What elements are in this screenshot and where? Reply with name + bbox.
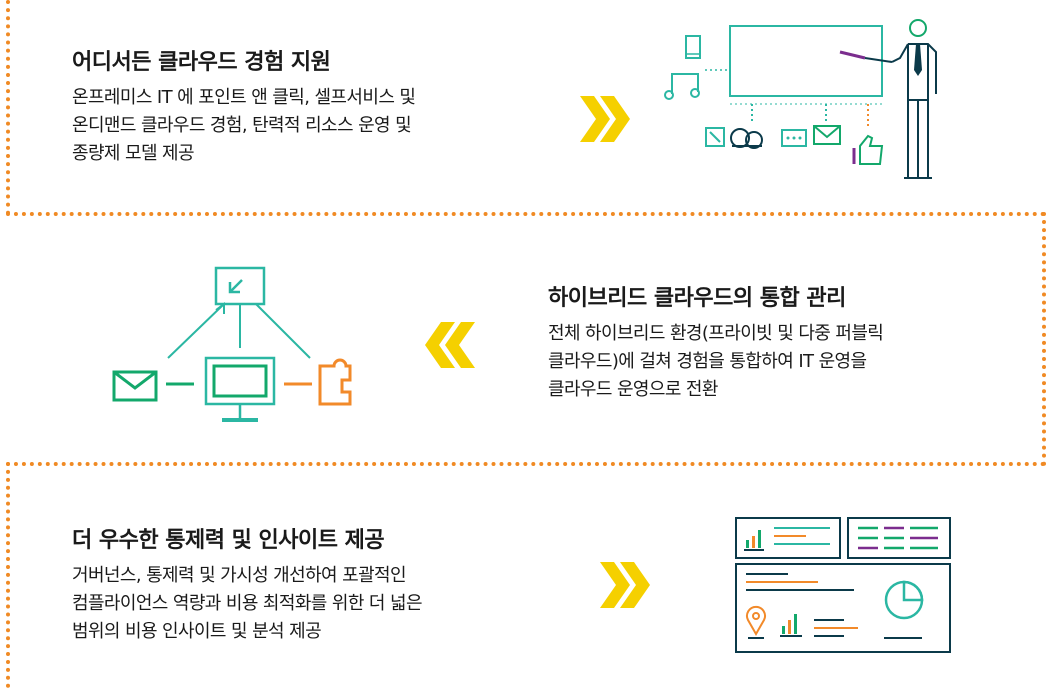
section-2-description: 전체 하이브리드 환경(프라이빗 및 다중 퍼블릭 클라우드)에 걸쳐 경험을 …: [548, 320, 884, 404]
chevron-left-icon: [425, 322, 475, 368]
section-3-line-2: 컴플라이언스 역량과 비용 최적화를 위한 더 넓은: [72, 593, 423, 614]
divider-2: [6, 462, 1046, 466]
section-1-line-2: 온디맨드 클라우드 경험, 탄력적 리소스 운영 및: [72, 115, 412, 136]
chevron-right-icon: [600, 562, 650, 608]
section-1-description: 온프레미스 IT 에 포인트 앤 클릭, 셀프서비스 및 온디맨드 클라우드 경…: [72, 84, 416, 168]
network-illustration-icon: [112, 266, 352, 422]
chevron-right-icon: [580, 96, 630, 142]
presenter-illustration-icon: [664, 19, 937, 179]
divider-1: [6, 212, 1046, 216]
section-2-title: 하이브리드 클라우드의 통합 관리: [548, 286, 846, 311]
section-2-line-2: 클라우드)에 걸쳐 경험을 통합하여 IT 운영을: [548, 351, 867, 372]
section-1-title: 어디서든 클라우드 경험 지원: [72, 50, 331, 75]
left-dotted-border-bottom: [6, 462, 10, 688]
section-1-line-1: 온프레미스 IT 에 포인트 앤 클릭, 셀프서비스 및: [72, 87, 416, 108]
section-3-line-1: 거버넌스, 통제력 및 가시성 개선하여 포괄적인: [72, 565, 407, 586]
left-dotted-border-top: [6, 0, 10, 215]
section-3-description: 거버넌스, 통제력 및 가시성 개선하여 포괄적인 컴플라이언스 역량과 비용 …: [72, 562, 423, 646]
section-2-line-1: 전체 하이브리드 환경(프라이빗 및 다중 퍼블릭: [548, 323, 884, 344]
section-1-line-3: 종량제 모델 제공: [72, 143, 195, 164]
section-3-line-3: 범위의 비용 인사이트 및 분석 제공: [72, 621, 322, 642]
section-2-line-3: 클라우드 운영으로 전환: [548, 379, 718, 400]
dashboard-illustration-icon: [735, 517, 951, 653]
section-3-title: 더 우수한 통제력 및 인사이트 제공: [72, 528, 385, 553]
right-dotted-border-middle: [1042, 212, 1046, 466]
